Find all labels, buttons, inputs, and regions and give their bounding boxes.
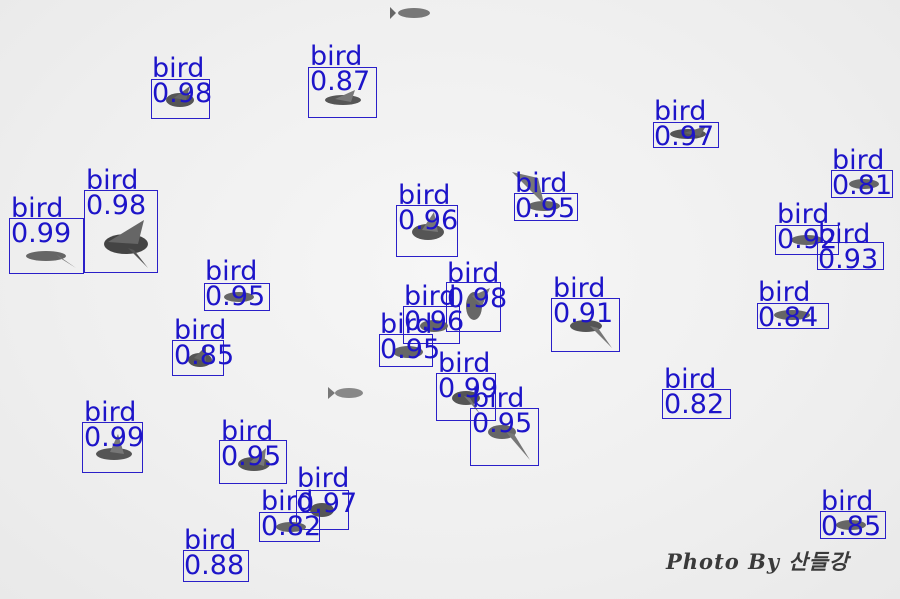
bird-shape (570, 320, 612, 348)
bird-shape (166, 86, 194, 107)
bird-shape (512, 172, 560, 211)
bird-shape (849, 179, 879, 189)
bounding-box (9, 218, 84, 274)
bounding-box (820, 511, 886, 539)
bird-shape (836, 520, 866, 530)
bird-shape (452, 391, 480, 414)
bounding-box (204, 283, 270, 311)
bounding-box (82, 422, 143, 473)
bounding-box (514, 193, 578, 221)
bounding-box (379, 334, 433, 367)
bird-shape (104, 220, 148, 268)
bounding-box (151, 79, 210, 119)
fish-shape-center (328, 387, 363, 399)
bird-shape (393, 346, 423, 358)
bounding-box (470, 408, 539, 466)
bird-shape (26, 251, 76, 268)
bounding-box (308, 67, 377, 118)
bird-shape (774, 310, 810, 320)
bird-shape (188, 346, 212, 367)
bounding-box (396, 205, 458, 257)
photo-credit-watermark: Photo By 산들강 (666, 549, 850, 574)
bounding-box (653, 122, 719, 148)
bounding-box (446, 282, 501, 332)
bounding-box (551, 298, 620, 352)
bird-shape (670, 126, 706, 139)
bounding-box (817, 242, 884, 270)
bird-shape (276, 522, 306, 532)
bounding-box (296, 490, 349, 530)
bird-shape (420, 320, 448, 332)
bird-shape (466, 288, 490, 320)
bounding-box (183, 550, 249, 582)
bounding-box (831, 170, 893, 198)
bounding-box (259, 512, 320, 542)
bird-shape (96, 434, 132, 460)
bounding-box (403, 306, 460, 344)
bird-shape (791, 235, 823, 245)
bird-shape (310, 503, 334, 517)
bird-shape (488, 425, 530, 460)
bounding-box (172, 340, 224, 376)
bounding-box (775, 225, 839, 255)
bird-shape (325, 90, 361, 105)
fish-shape-top (390, 7, 430, 19)
bird-shape (224, 292, 254, 302)
bounding-box (219, 440, 287, 484)
bounding-box (757, 303, 829, 329)
bird-shape (412, 212, 444, 240)
bird-shape (238, 448, 270, 471)
bounding-box (436, 373, 496, 421)
bounding-box (662, 389, 731, 419)
bounding-box (84, 190, 158, 273)
